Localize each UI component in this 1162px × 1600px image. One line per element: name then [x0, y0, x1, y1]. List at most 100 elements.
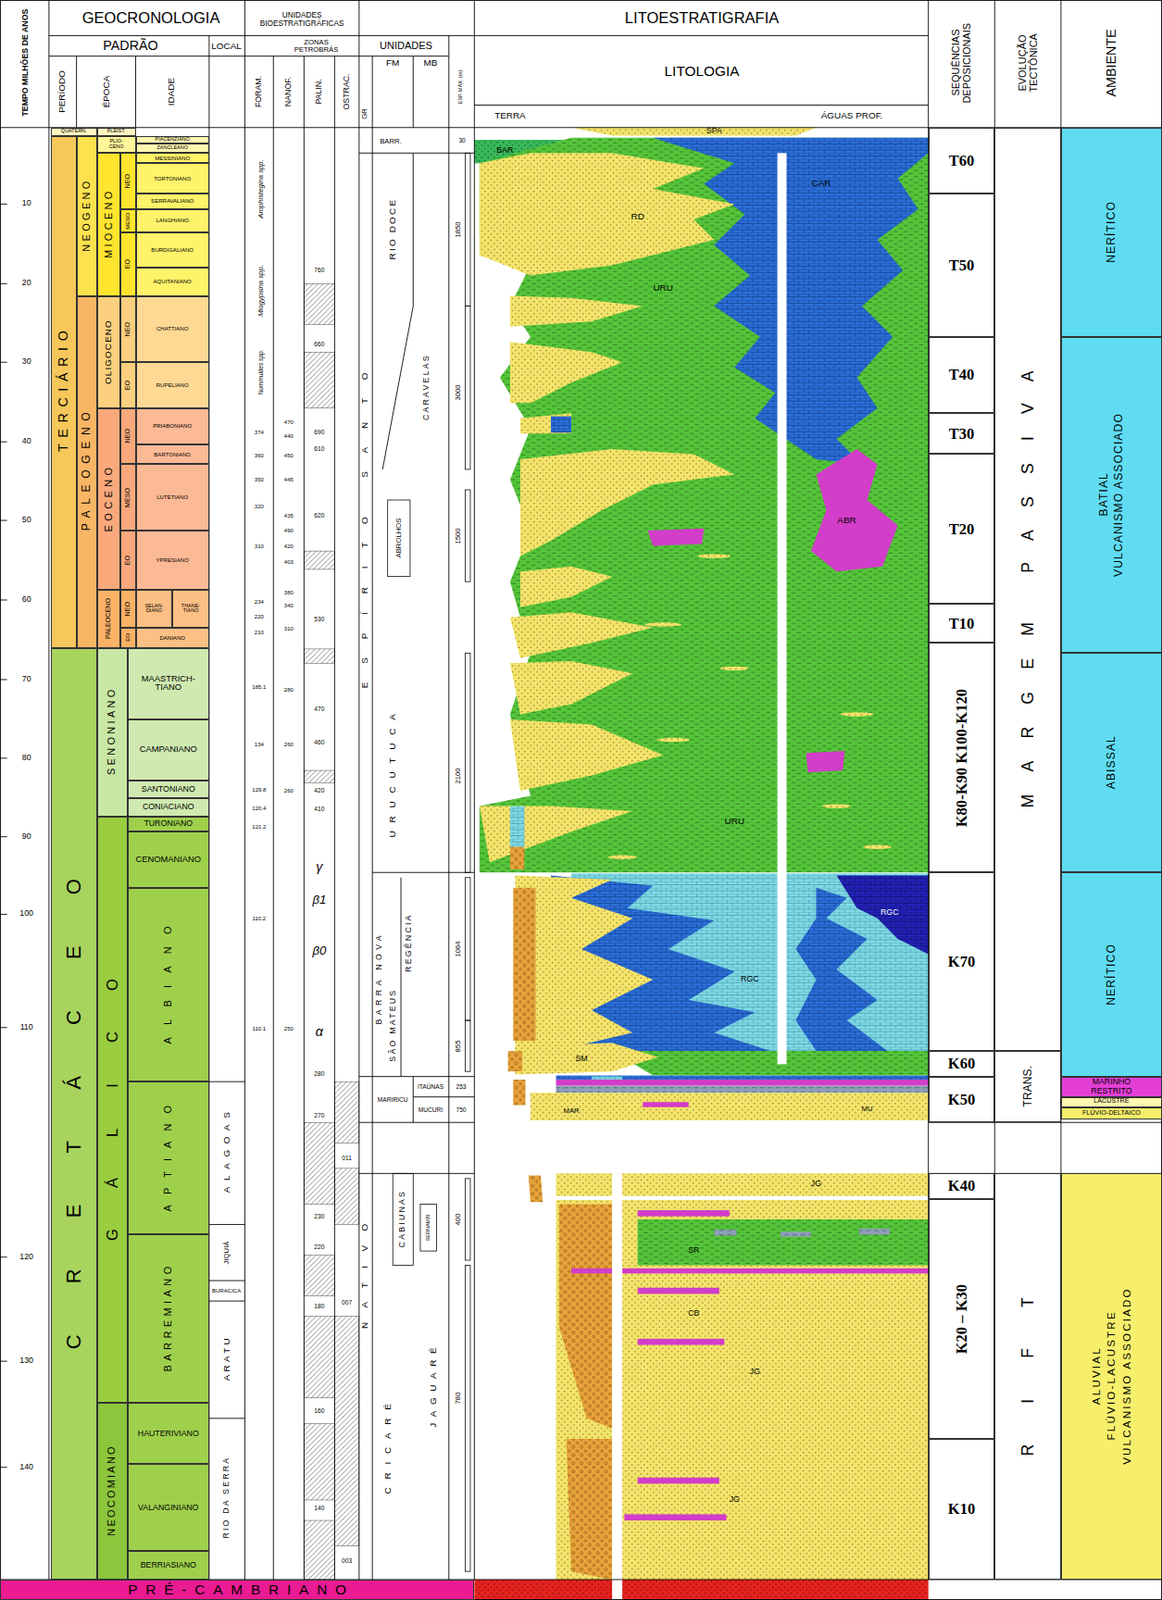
cell-text: K20 – K30: [953, 1284, 970, 1354]
age-tick: 100: [19, 910, 34, 919]
column-heading: ÁGUAS PROF.: [821, 110, 884, 120]
cell-text: QUATERN.: [61, 128, 88, 135]
lithology-art: [571, 127, 816, 137]
lithology-art: [510, 296, 643, 327]
column-heading: LOCAL: [211, 40, 242, 50]
lithology-art: [644, 622, 682, 626]
chart-cell: T60: [928, 127, 996, 195]
cell-text: K80-K90: [953, 767, 970, 827]
chart-cell: NEO: [120, 152, 137, 210]
unit-name: CABIUNAS: [399, 1189, 408, 1250]
chart-cell: MIOCENO: [97, 152, 121, 296]
lithology-art: [652, 137, 928, 465]
lithology-art: [556, 1199, 929, 1580]
biozone-number: 110.2: [252, 915, 267, 922]
chart-cell: EO: [120, 530, 137, 590]
cell-text: TORTONIANO: [153, 175, 191, 182]
column-heading: NANOF.: [284, 76, 293, 107]
cell-text: NEO: [124, 174, 133, 189]
biozone-number: 530: [313, 615, 325, 623]
cell-text: PALEOCENO: [105, 598, 113, 639]
cell-text: PIACENZIANO: [155, 137, 190, 143]
biozone-number: 110.1: [252, 1025, 267, 1032]
chart-cell: QUATERN.: [50, 127, 98, 137]
cell-text: BATIAL: [1098, 472, 1111, 518]
biozone-number: 660: [313, 341, 325, 349]
chart-cell: PLIO- CENO: [97, 136, 137, 154]
cell-text: PRIABONIANO: [152, 423, 192, 429]
cell-text: NEOGENO: [81, 177, 93, 255]
lithology-art: [559, 1203, 613, 1428]
biozone-number: 120.4: [251, 805, 266, 812]
lithology-art: [862, 844, 892, 849]
chart-cell: SELAN- DIANO: [136, 589, 174, 628]
chart-cell: FLÚVIO-DELTAICO: [1061, 1107, 1162, 1120]
chart-cell: TURONIANO: [127, 816, 210, 833]
cell-text: MESSINIANO: [154, 155, 190, 162]
cell-text: AQUITANIANO: [153, 278, 192, 285]
biozone-hatch: [334, 1168, 359, 1225]
lithology-art: [648, 528, 705, 547]
column-heading: PERÍODO: [57, 70, 67, 113]
cell-text: CHATTIANO: [156, 325, 189, 332]
biozone-hatch: [303, 1316, 335, 1399]
column-heading: ZONAS PETROBRÁS: [290, 37, 342, 53]
lithology-art: [822, 803, 851, 808]
lithology-art: [720, 666, 750, 671]
chart-cell: PRÉ-CAMBRIANO: [0, 1579, 475, 1600]
biozone-number: 360: [254, 451, 264, 458]
chart-cell: T20: [928, 453, 996, 604]
fossil-zone: Amphistegina spp.: [257, 159, 265, 218]
cell-text: EO: [124, 259, 133, 269]
chart-cell: BATIALVULCANISMO ASSOCIADO: [1061, 337, 1162, 654]
chart-cell: K20 – K30: [928, 1199, 996, 1439]
cell-text: PLEIST.: [107, 128, 126, 135]
lithology-art: [556, 1079, 929, 1087]
chart-cell: NERÍTICO: [1061, 127, 1162, 338]
biozone-hatch: [334, 1316, 359, 1547]
lithology-art: [510, 719, 663, 791]
chart-cell: RUPELIANO: [136, 362, 210, 409]
local-stage: BURACICA: [212, 1287, 241, 1294]
cell-text: MIOCENO: [103, 187, 115, 262]
chart-cell: BARREMIANO: [127, 1234, 210, 1403]
column-heading: UNIDADES: [379, 40, 433, 52]
cell-text: APTIANO: [162, 1095, 175, 1222]
chart-cell: NEO: [120, 408, 137, 465]
cell-text: BERRIASIANO: [140, 1561, 197, 1570]
column-heading: PADRÃO: [102, 38, 158, 53]
chart-cell: T10: [928, 603, 996, 643]
age-tick: 60: [22, 595, 32, 604]
biozone-number: 470: [284, 419, 294, 425]
lithology-code: URU: [652, 283, 673, 293]
lithology-art: [556, 1173, 929, 1196]
unit-name: ESPÍRITO SANTO: [360, 354, 370, 707]
unit-name: REGÊNCIA: [404, 912, 413, 975]
lithology-art: [624, 1513, 726, 1521]
biozone-number: 270: [313, 1112, 325, 1119]
biozone-number: α: [315, 1025, 324, 1040]
lithology-art: [510, 341, 623, 403]
column-heading: IDADE: [166, 77, 176, 106]
cell-text: SELAN- DIANO: [139, 603, 170, 615]
cell-text: PLIO- CENO: [102, 138, 130, 150]
chart-cell: CENOMANIANO: [127, 831, 210, 888]
lithology-code: RGC: [880, 909, 900, 918]
unit-name: JAGUARÉ: [428, 1341, 438, 1435]
biozone-hatch: [303, 351, 335, 409]
biozone-number: 220: [254, 612, 264, 619]
biozone-number: 134: [254, 741, 264, 748]
biozone-number: 129.8: [251, 787, 266, 793]
lithology-art: [508, 1050, 523, 1072]
chart-cell: PALEOGENO: [76, 296, 98, 649]
cell-text: ALUVIAL: [1090, 1346, 1102, 1407]
column-heading: EVOLUÇÃO TECTÔNICA: [1017, 7, 1039, 120]
chart-cell: OLIGOCENO: [97, 296, 121, 409]
cell-text: NEO: [124, 601, 133, 617]
biozone-number: 140: [313, 1504, 325, 1512]
column-heading: LITOLOGIA: [664, 63, 740, 79]
thickness-bar: [464, 152, 471, 306]
chart-cell: YPRESIANO: [136, 530, 210, 590]
thickness-value: 750: [456, 1107, 467, 1114]
